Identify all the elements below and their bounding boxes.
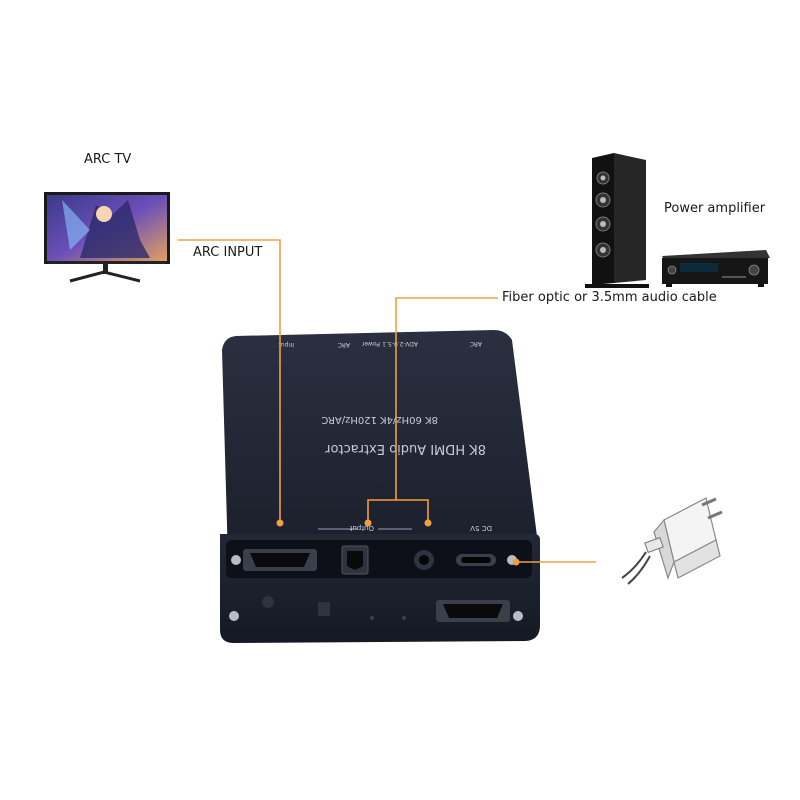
audio-cable-line [395,297,498,500]
speaker-icon [585,153,649,288]
front-output-label: Output [349,524,374,532]
top-arc-label: ARC [338,341,350,348]
audio-extractor-device: Input ARC Power ADV-2.0-5.1 ARC 8K HDMI … [220,330,540,643]
top-arc2-label: ARC [470,340,482,347]
audio-cable-label: Fiber optic or 3.5mm audio cable [502,290,717,305]
amplifier-icon [662,250,770,287]
device-subtitle: 8K 60Hz/4K 120Hz/ARC [321,414,438,425]
screw-icon [513,611,523,621]
connector-lines [178,239,596,563]
hdmi-port-icon [243,549,317,571]
output-bracket-line [367,499,429,522]
optical-port-icon [341,545,369,575]
screw-icon [231,555,241,565]
usb-c-port-icon [456,554,496,566]
connector-dot [512,558,520,566]
tv-icon [44,192,170,283]
arc-input-line [178,239,281,522]
arc-input-label: ARC INPUT [193,245,263,260]
front-dc-label: DC 5V [470,524,492,532]
hdmi-port-icon [436,600,510,622]
arc-tv-label: ARC TV [84,152,132,167]
power-adapter-icon [621,497,723,585]
connector-dot [276,519,284,527]
top-power-label: Power [361,340,380,347]
screw-icon [229,611,239,621]
connector-dot [424,519,432,527]
connector-dot [364,519,372,527]
top-input-label: Input [278,341,294,348]
audio-jack-icon [414,550,434,570]
device-title: 8K HDMI Audio Extractor [325,441,486,456]
top-adv-label: ADV-2.0-5.1 [382,340,418,347]
power-amplifier-label: Power amplifier [664,201,766,216]
